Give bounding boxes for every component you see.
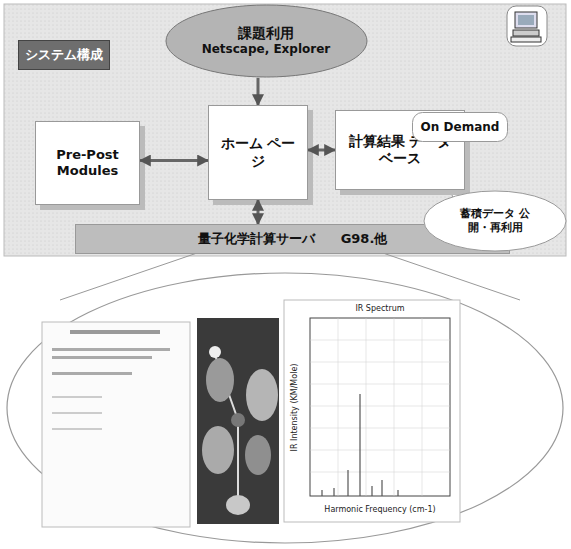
node-text: G98.他 — [341, 231, 388, 247]
upper-panel — [4, 4, 566, 256]
node-text: Netscape, Explorer — [202, 42, 331, 57]
user-ellipse: 課題利用Netscape, Explorer — [165, 4, 368, 78]
callout-balloon: On Demand — [412, 112, 508, 142]
user-ellipse-outline — [165, 4, 368, 78]
callout-ellipse: 蓄積データ 公開・再利用 — [423, 190, 567, 252]
node-text: 課題利用 — [238, 25, 294, 43]
chart-label: IR Spectrum — [355, 304, 404, 313]
node-text: Pre-Post Modules — [42, 147, 133, 180]
title-box: システム構成 — [18, 40, 110, 70]
node-text: システム構成 — [25, 47, 103, 63]
screenshot-ellipse — [7, 273, 563, 543]
chart-label: Harmonic Frequency (cm-1) — [324, 505, 435, 514]
homepage-box: ホーム ページ — [208, 105, 308, 200]
node-text: On Demand — [421, 120, 500, 135]
node-text: 蓄積データ 公開・再利用 — [451, 207, 539, 235]
molecular-orbital-image — [197, 318, 279, 524]
computer-icon — [507, 6, 547, 46]
chart-label: IR Intensity (KM/Mole) — [290, 363, 299, 451]
module-box: Pre-Post Modules — [35, 121, 140, 205]
connector-arrow — [257, 200, 260, 224]
connector-arrow — [140, 159, 208, 162]
ir-spectrum-chart — [284, 300, 460, 522]
node-text: 量子化学計算サーバ — [198, 231, 315, 247]
form-screenshot — [42, 322, 190, 527]
connector-arrow — [257, 78, 260, 105]
node-text: ホーム ページ — [215, 135, 301, 170]
connector-arrow — [308, 149, 335, 152]
